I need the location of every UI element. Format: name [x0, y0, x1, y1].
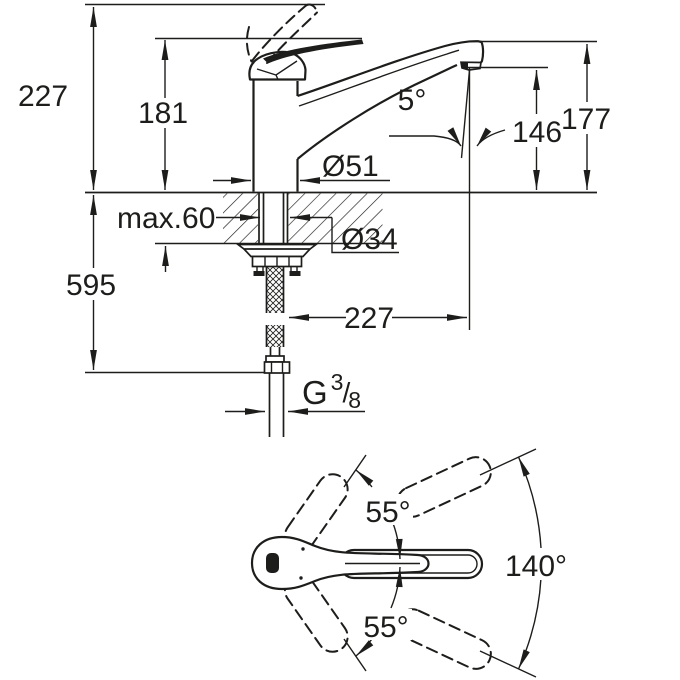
- nut-foot-right: [289, 271, 301, 276]
- ray-upper-right: [479, 448, 537, 476]
- angle-leader-left: [389, 127, 462, 147]
- label-bg-140: [502, 549, 573, 580]
- dim-label-140: 140°: [505, 550, 567, 583]
- dimension-stream-angle: 5°: [389, 84, 506, 147]
- dim-label-55-upper: 55°: [365, 496, 410, 529]
- braided-hose-upper-fill: [267, 267, 283, 313]
- angle-leader-right: [476, 127, 506, 147]
- dim-label-146: 146: [512, 116, 562, 149]
- dim-label-595: 595: [66, 269, 116, 302]
- ray-lower-left: [343, 638, 367, 672]
- spout-inner-line: [298, 49, 460, 107]
- side-view: 227 181 595 max.60 Ø51: [18, 3, 611, 437]
- dimension-below-counter: 595: [66, 195, 116, 370]
- dim-label-total-height: 227: [18, 80, 68, 113]
- dim-label-reach-227: 227: [344, 302, 394, 335]
- arc-55-lower-inner: [390, 566, 403, 609]
- top-view: 55° 55° 140°: [250, 448, 573, 678]
- dim-label-dia51: Ø51: [322, 150, 379, 183]
- hose-hex-facets: [270, 362, 284, 373]
- dim-label-181: 181: [138, 97, 188, 130]
- lever-position-upper-dashed: [283, 473, 349, 552]
- dim-label-max60: max.60: [117, 202, 215, 235]
- thread-denominator: 8: [348, 387, 361, 413]
- hose-fitting-collar: [265, 355, 285, 363]
- handle-slot: [266, 553, 279, 573]
- lever-swing-arc: [245, 26, 253, 63]
- dim-label-5deg: 5°: [398, 84, 427, 117]
- dimension-spout-end-height: 177: [561, 44, 611, 190]
- dimension-spout-top-height: 181: [138, 40, 188, 190]
- braided-hose-lower-fill: [267, 325, 283, 347]
- hose-fitting-neck: [269, 347, 281, 356]
- dim-label-55-lower: 55°: [363, 611, 408, 644]
- hose-hex-nut: [263, 361, 291, 374]
- dimension-reach: 227: [289, 302, 467, 335]
- thread-slash: /: [342, 377, 350, 408]
- braided-hose-upper: [265, 266, 285, 313]
- handle-top-outline: [250, 535, 430, 591]
- arc-140-upper: [517, 456, 542, 549]
- spout-bottom-outline: [296, 63, 458, 160]
- connection-pipe: [268, 373, 285, 437]
- handle-dome-facets: [256, 60, 298, 80]
- lever-raised-tip: [305, 3, 318, 14]
- dia34-leader: [331, 217, 399, 254]
- dimensions-side-view: 227 181 595 max.60 Ø51: [18, 7, 611, 415]
- dim-label-177: 177: [561, 103, 611, 136]
- nut-foot-left: [253, 271, 265, 276]
- threaded-shank: [258, 193, 289, 244]
- reference-lines: [85, 3, 597, 374]
- ray-lower-right: [479, 650, 537, 678]
- lever-raised-dashed: [245, 3, 318, 64]
- mounting-cone: [243, 248, 311, 258]
- aerator-outlet: [459, 61, 483, 71]
- handle-dome-outline: [248, 50, 307, 81]
- lever-raised-bottom-edge: [266, 11, 318, 64]
- dimension-outlet-height: 146: [512, 70, 562, 190]
- faucet-top-outline: [250, 535, 484, 591]
- stream-angle-line: [460, 69, 471, 159]
- ray-upper-left: [343, 454, 367, 488]
- arc-140-lower: [517, 577, 542, 670]
- angle-dimensions: 55° 55° 140°: [355, 456, 573, 670]
- lever-position-lower-dashed: [283, 574, 349, 653]
- aerator-lip: [461, 62, 468, 69]
- nut-feet-stems: [256, 266, 298, 271]
- lever-raised-top-edge: [251, 4, 307, 62]
- spout-top-outline: [297, 40, 485, 98]
- handle-dot-bottom: [299, 576, 303, 580]
- dimension-total-height: 227: [18, 7, 97, 190]
- thread-prefix: G: [302, 374, 328, 411]
- dimension-counter-thickness: max.60: [117, 202, 260, 272]
- mounting-washer: [235, 243, 319, 250]
- braided-hose-lower: [265, 325, 285, 347]
- dim-label-dia34: Ø34: [341, 223, 398, 256]
- label-bg-55-upper: [361, 494, 413, 525]
- arc-55-upper-outer: [355, 469, 374, 488]
- dimension-base-diameter: Ø51: [213, 150, 390, 184]
- dimension-hole-diameter: Ø34: [290, 214, 399, 256]
- handle-dot-top: [301, 547, 305, 551]
- label-bg-55-lower: [360, 609, 412, 640]
- lever-blade: [263, 39, 364, 64]
- faucet-outline: [245, 3, 485, 192]
- hatch-left-block: [223, 193, 258, 244]
- thread-numerator: 3: [331, 369, 344, 395]
- mounting-nut-facets: [264, 256, 290, 267]
